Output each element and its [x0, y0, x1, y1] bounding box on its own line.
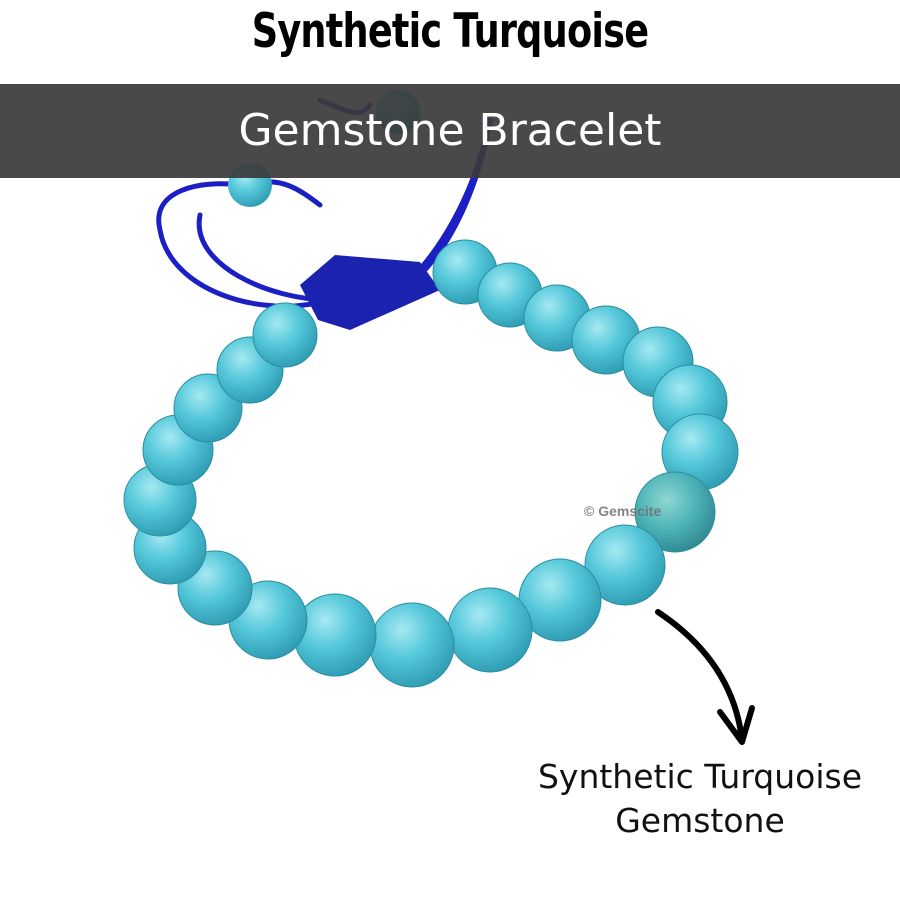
banner-bar — [0, 84, 900, 178]
callout-caption: Synthetic Turquoise Gemstone — [520, 755, 880, 843]
callout-line-1: Synthetic Turquoise — [537, 757, 863, 796]
bead — [252, 302, 318, 368]
bead — [584, 524, 666, 606]
callout-line-2: Gemstone — [615, 801, 785, 840]
bead — [369, 602, 455, 688]
arrow-icon — [655, 609, 755, 745]
bead — [447, 587, 533, 673]
bead — [293, 593, 377, 677]
watermark-text: © Gemscite — [584, 503, 662, 519]
page-title: Synthetic Turquoise — [251, 4, 649, 59]
cord-knot — [300, 255, 440, 330]
bead — [634, 471, 716, 553]
banner-title: Gemstone Bracelet — [238, 105, 662, 156]
bead-ring — [123, 239, 739, 688]
